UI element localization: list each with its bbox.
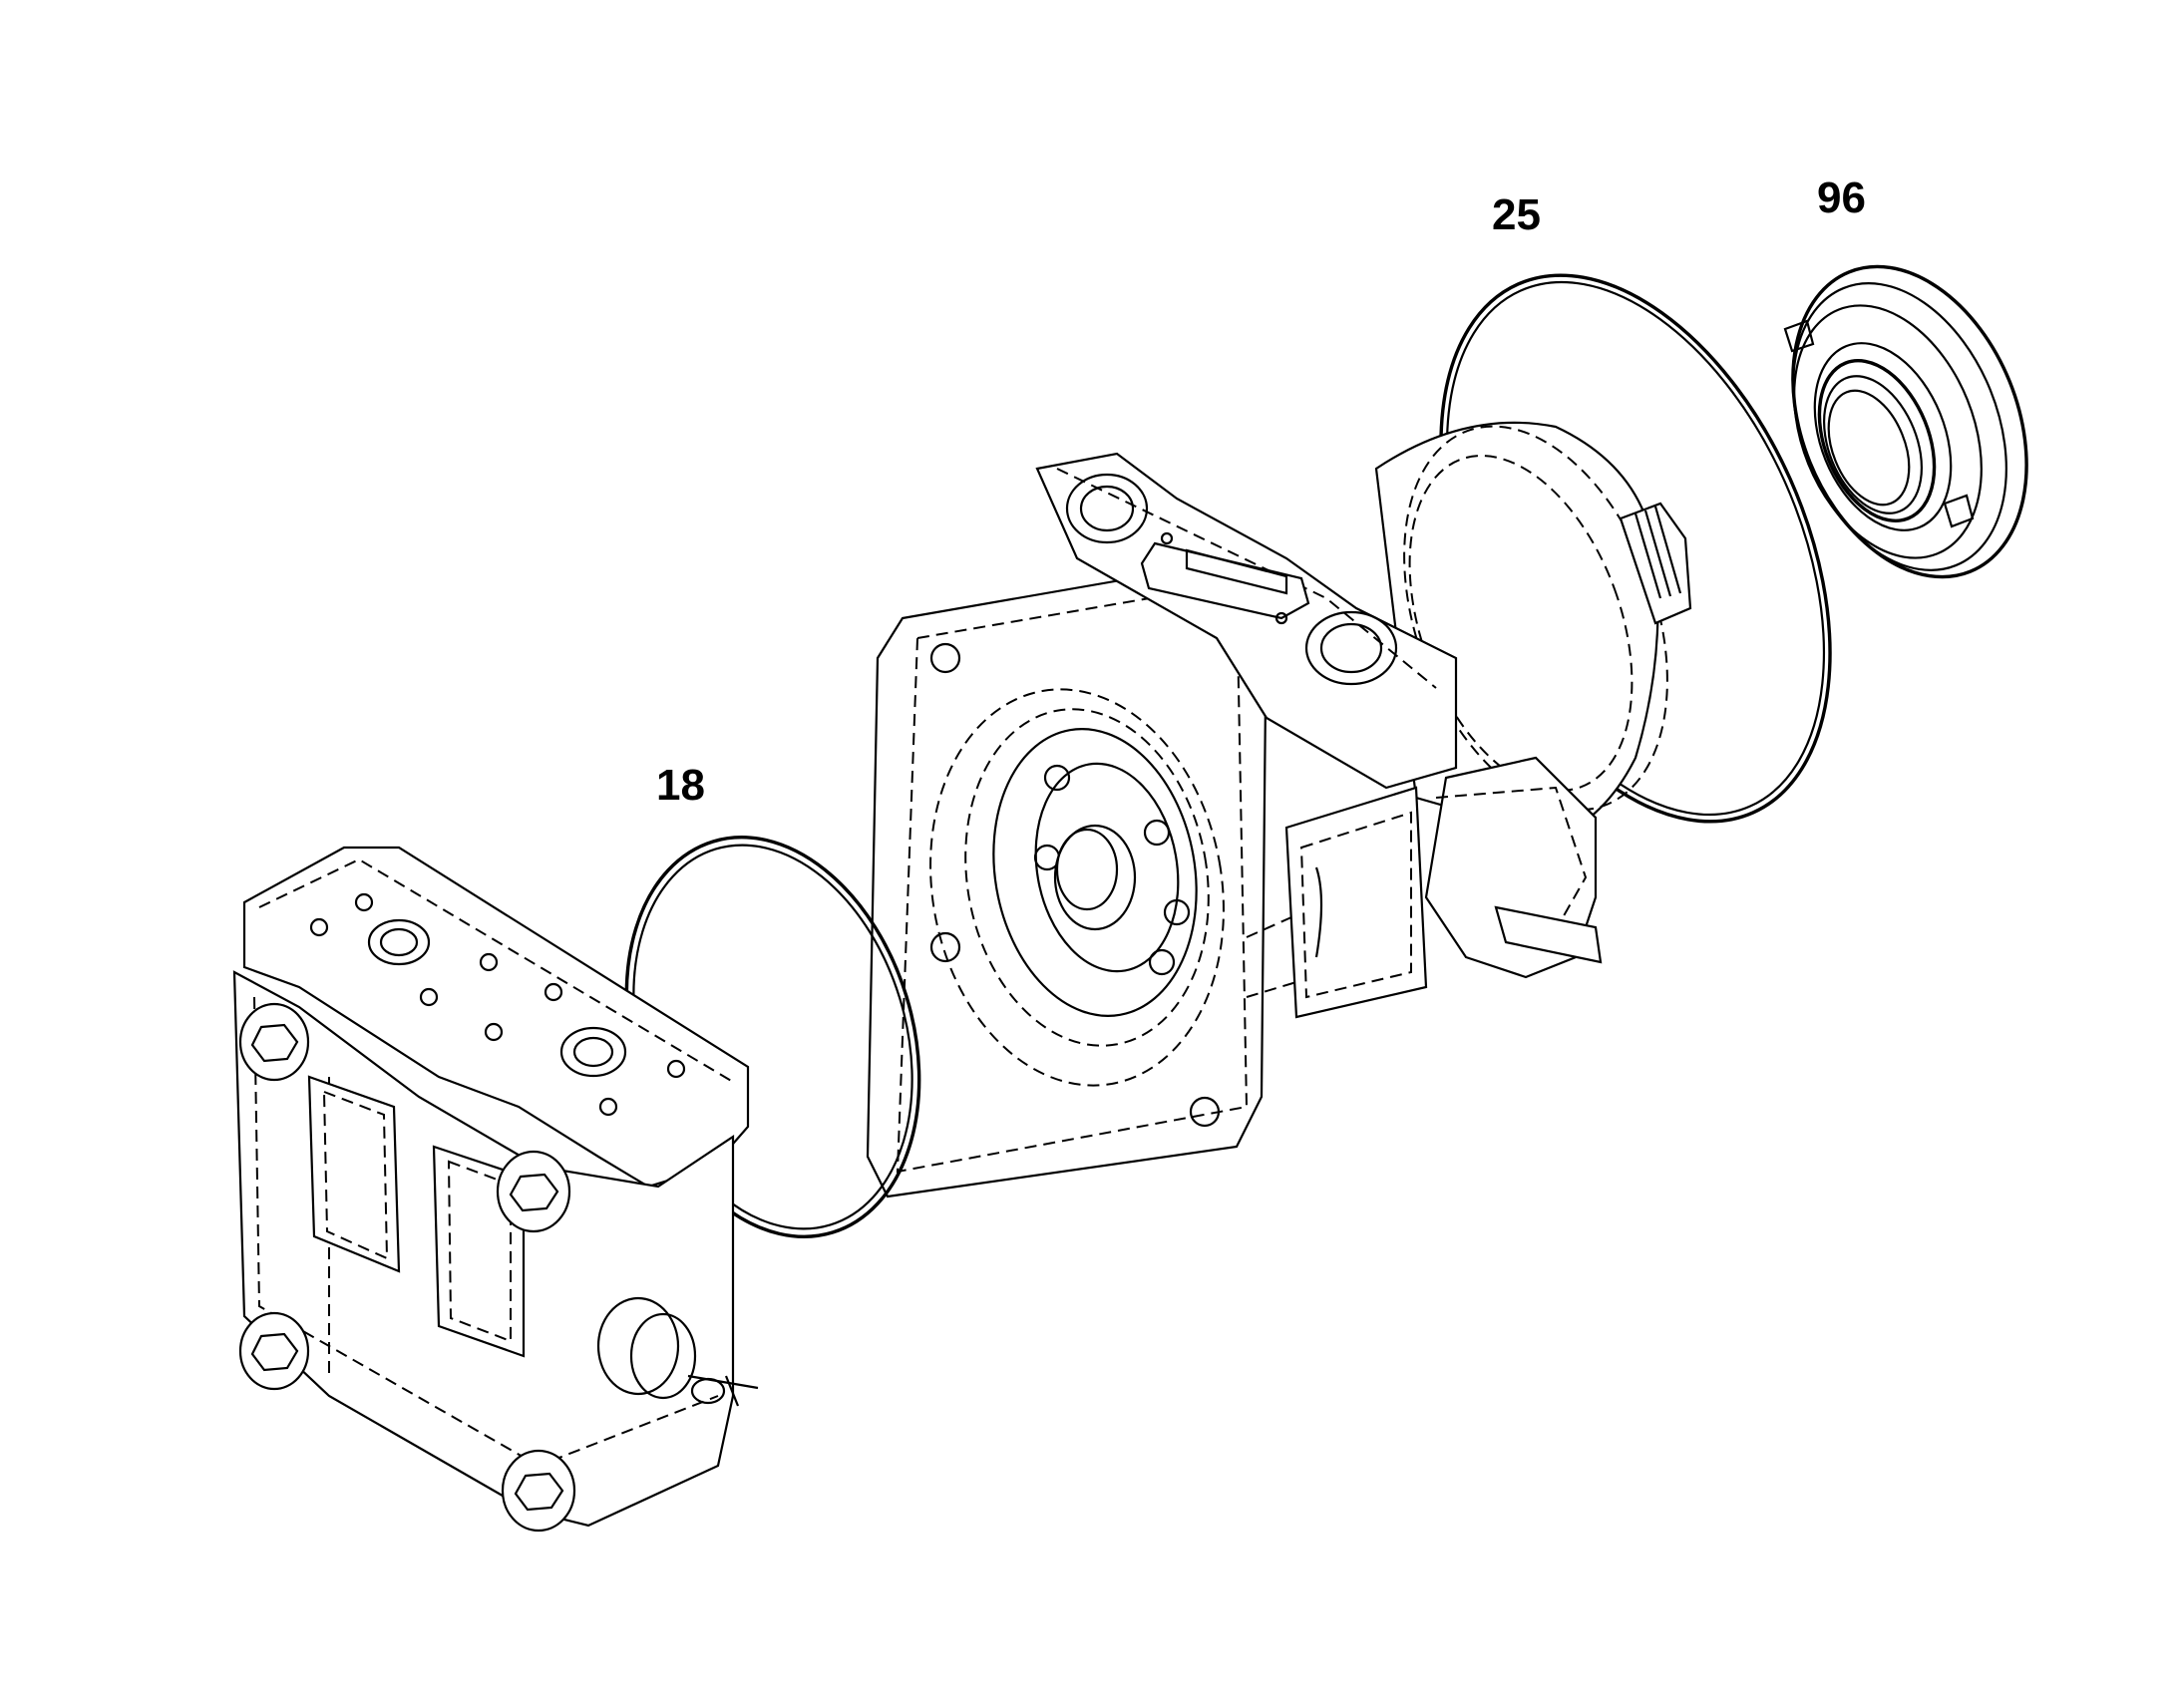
hex-bolt-middle [496, 1150, 571, 1233]
callout-label-18: 18 [656, 761, 705, 810]
hex-bolt-bottom-left [238, 1311, 310, 1391]
callout-label-25: 25 [1492, 190, 1541, 239]
shaft-seal-part-96[interactable] [1749, 231, 2070, 611]
hex-bolt-top-left [238, 1002, 310, 1082]
hex-bolt-bottom-right [501, 1449, 576, 1533]
plug-fitting [596, 1296, 759, 1407]
motor-housing[interactable] [866, 390, 1716, 1198]
callout-label-96: 96 [1817, 173, 1866, 222]
port-plate-cover[interactable] [232, 846, 759, 1533]
